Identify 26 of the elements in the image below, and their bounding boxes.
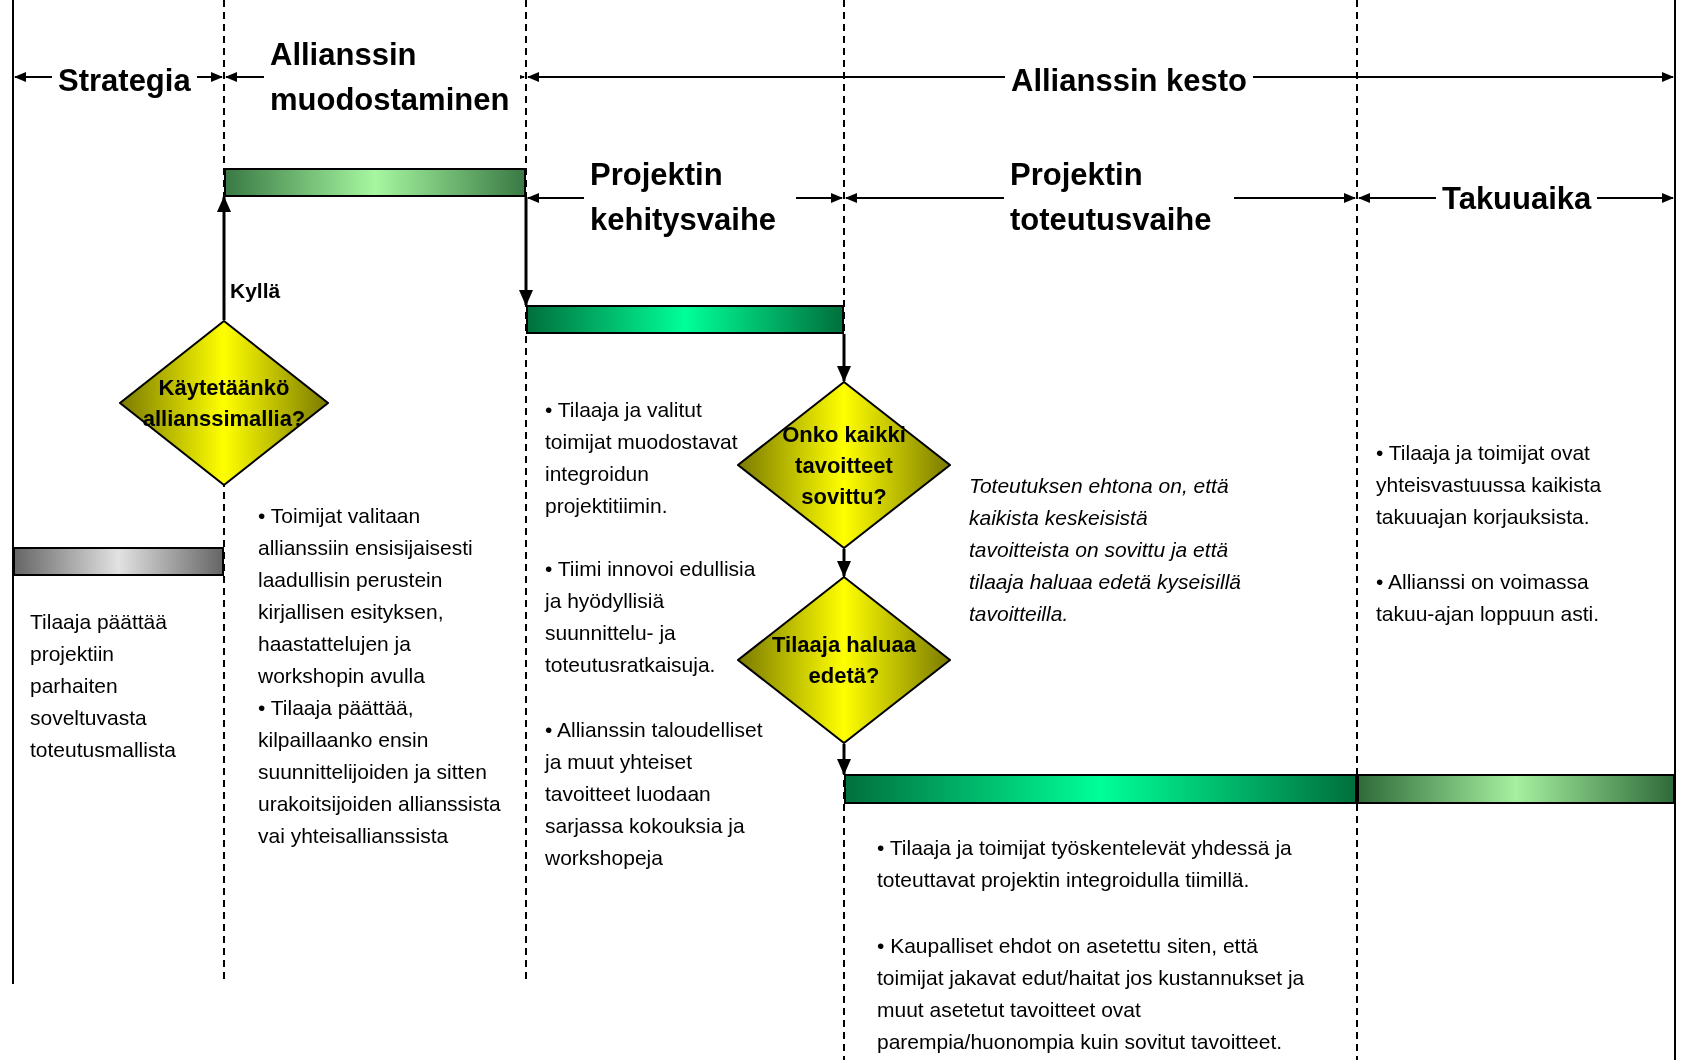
description-text: • Tilaaja ja valitut toimijat muodostavat integroidun projektitiimin.	[545, 397, 739, 519]
decision-text: Onko kaikki tavoitteet sovittu?	[781, 420, 907, 511]
description-text: • Allianssi on voimassa takuu-ajan loppuun asti.	[1376, 569, 1600, 627]
description-text: • Tilaaja ja toimijat työskentelevät yhdessä ja toteuttavat projektin integroidulla tiimillä.	[877, 835, 1293, 893]
phase-bar	[1357, 774, 1675, 804]
arrow	[837, 334, 851, 382]
description-text: • Tilaaja ja toimijat ovat yhteisvastuussa kaikista takuuajan korjauksista.	[1376, 440, 1603, 530]
decision-diamond	[737, 381, 951, 549]
phase-bar	[844, 774, 1357, 804]
edge-label: Kyllä	[230, 278, 281, 304]
decision-text: Käytetäänkö allianssimallia?	[141, 374, 307, 433]
description-text: • Allianssin taloudelliset ja muut yhteiset tavoitteet luodaan sarjassa kokouksia ja workshopeja	[545, 717, 764, 871]
decision-diamond	[119, 320, 329, 486]
description-text: • Kaupalliset ehdot on asetettu siten, että toimijat jakavat edut/haitat jos kustannukset ja muut asetetut tavoitteet ovat parempia/huonompia kuin sovitut tavoitteet.	[877, 933, 1306, 1055]
decision-text: Tilaaja haluaa edetä?	[771, 631, 917, 690]
description-text: Tilaaja päättää projektiin parhaiten soveltuvasta toteutusmallista	[30, 609, 177, 763]
arrow	[519, 197, 533, 306]
phase-bar	[13, 547, 224, 576]
description-text: Toteutuksen ehtona on, että kaikista keskeisistä tavoitteista on sovittu ja että tilaaja haluaa edetä kyseisillä tavoitteilla.	[969, 473, 1242, 627]
description-text: • Tilaaja päättää, kilpaillaanko ensin suunnittelijoiden ja sitten urakoitsijoiden allianssista vai yhteisallianssista	[258, 695, 502, 849]
arrow	[837, 744, 851, 775]
arrow	[217, 196, 231, 320]
arrow	[837, 549, 851, 577]
description-text: • Toimijat valitaan allianssiin ensisijaisesti laadullisin perustein kirjallisen esityksen, haastattelujen ja workshopin avulla	[258, 503, 474, 689]
phase-bar	[224, 168, 526, 197]
phase-bar	[526, 305, 844, 334]
